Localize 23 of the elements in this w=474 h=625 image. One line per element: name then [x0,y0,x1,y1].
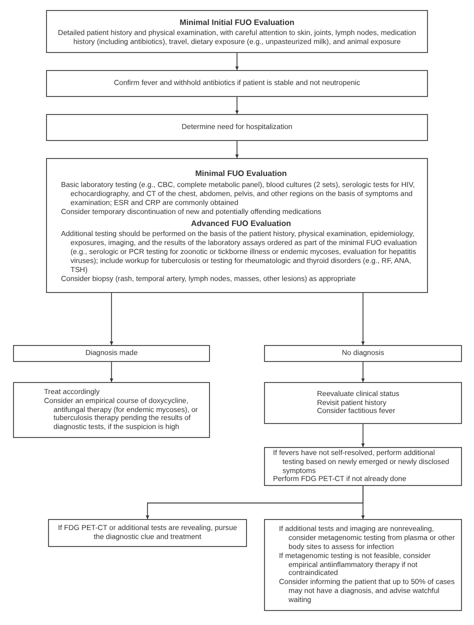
arrow [110,362,114,382]
arrow [235,96,239,114]
arrow [361,362,365,382]
outcome-box [13,345,210,362]
arrow [361,486,365,520]
process-box [48,519,247,547]
arrow [235,52,239,70]
arrow [235,140,239,158]
process-box [264,447,462,486]
arrow [361,292,365,346]
arrow [361,424,365,448]
process-box [264,382,462,424]
arrow [110,292,114,346]
process-box [46,114,428,141]
process-box [46,70,428,97]
section-heading: Advanced FUO Evaluation [190,218,292,228]
section-heading: Minimal Initial FUO Evaluation [178,18,296,28]
process-box [46,10,428,53]
section-heading: Minimal FUO Evaluation [194,169,288,180]
outcome-box [264,345,462,362]
evaluation-box [46,158,428,293]
process-box [264,519,462,611]
process-box [13,382,210,438]
